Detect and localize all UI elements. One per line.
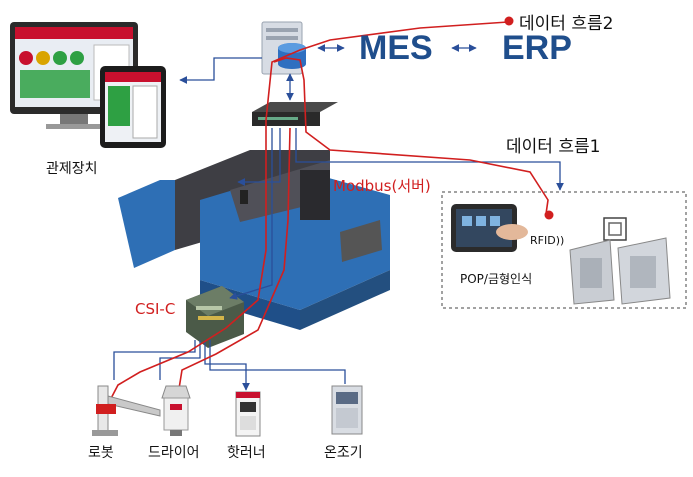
- flow2-dot: [504, 16, 514, 26]
- robot-icon: [92, 385, 161, 436]
- rfid-wave-icon: )): [555, 234, 565, 247]
- touch-panel-icon: [451, 204, 528, 252]
- temperature-controller-icon: [331, 385, 363, 435]
- rfid-label: RFID: [530, 234, 556, 247]
- mes-label: MES: [359, 29, 433, 67]
- control-device-label: 관제장치: [46, 161, 98, 177]
- injection-machine-icon: [118, 150, 390, 330]
- red-data-flows: [105, 21, 549, 409]
- device-label-robot: 로봇: [88, 445, 114, 461]
- rfid-tag-icon: [603, 217, 627, 241]
- flow1-label: 데이터 흐름1: [506, 137, 601, 157]
- flow2-label: 데이터 흐름2: [519, 14, 614, 34]
- device-label-tempcontroller: 온조기: [324, 445, 363, 461]
- flow1-dot: [544, 210, 554, 220]
- dryer-icon: [161, 385, 191, 436]
- erp-label: ERP: [502, 29, 572, 67]
- hot-runner-icon: [235, 391, 261, 437]
- tablet-icon: [100, 66, 166, 148]
- mold-icon: [569, 237, 671, 305]
- device-label-hotrunner: 핫러너: [227, 445, 266, 461]
- blue-connections: [113, 44, 564, 391]
- pop-box: [441, 191, 687, 309]
- csi-label: CSI-C: [135, 300, 176, 318]
- modbus-label: Modbus(서버): [333, 177, 431, 195]
- device-label-dryer: 드라이어: [148, 445, 200, 461]
- switch-icon: [252, 102, 338, 126]
- pop-label: POP/금형인식: [460, 272, 533, 286]
